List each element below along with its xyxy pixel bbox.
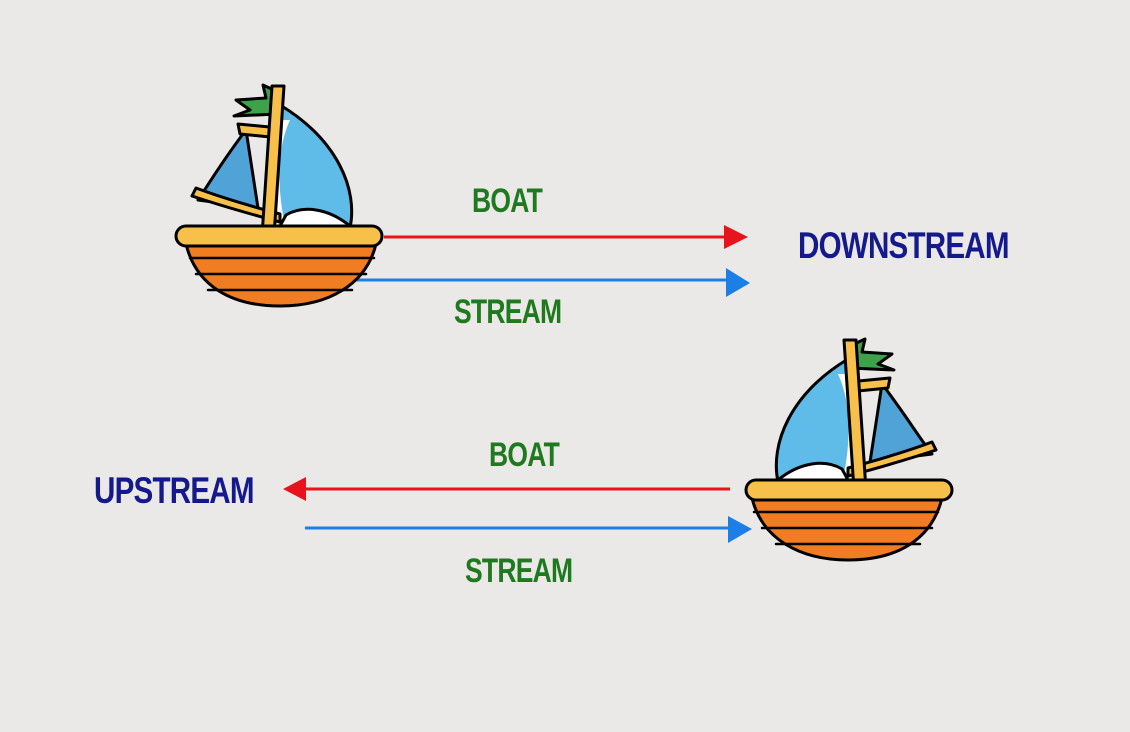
downstream-boat-label: BOAT: [472, 182, 543, 220]
upstream-boat-label: BOAT: [489, 436, 560, 474]
upstream-direction-label: UPSTREAM: [94, 470, 254, 511]
downstream-stream-label: STREAM: [454, 293, 562, 331]
downstream-boat-arrow: [384, 225, 748, 249]
downstream-stream-arrow: [356, 268, 750, 297]
upstream-stream-arrow: [305, 516, 752, 543]
sailboat-icon: [174, 83, 384, 308]
upstream-boat-arrow: [283, 477, 730, 501]
upstream-stream-label: STREAM: [465, 552, 573, 590]
sailboat-icon: [744, 337, 954, 562]
downstream-direction-label: DOWNSTREAM: [798, 225, 1010, 266]
